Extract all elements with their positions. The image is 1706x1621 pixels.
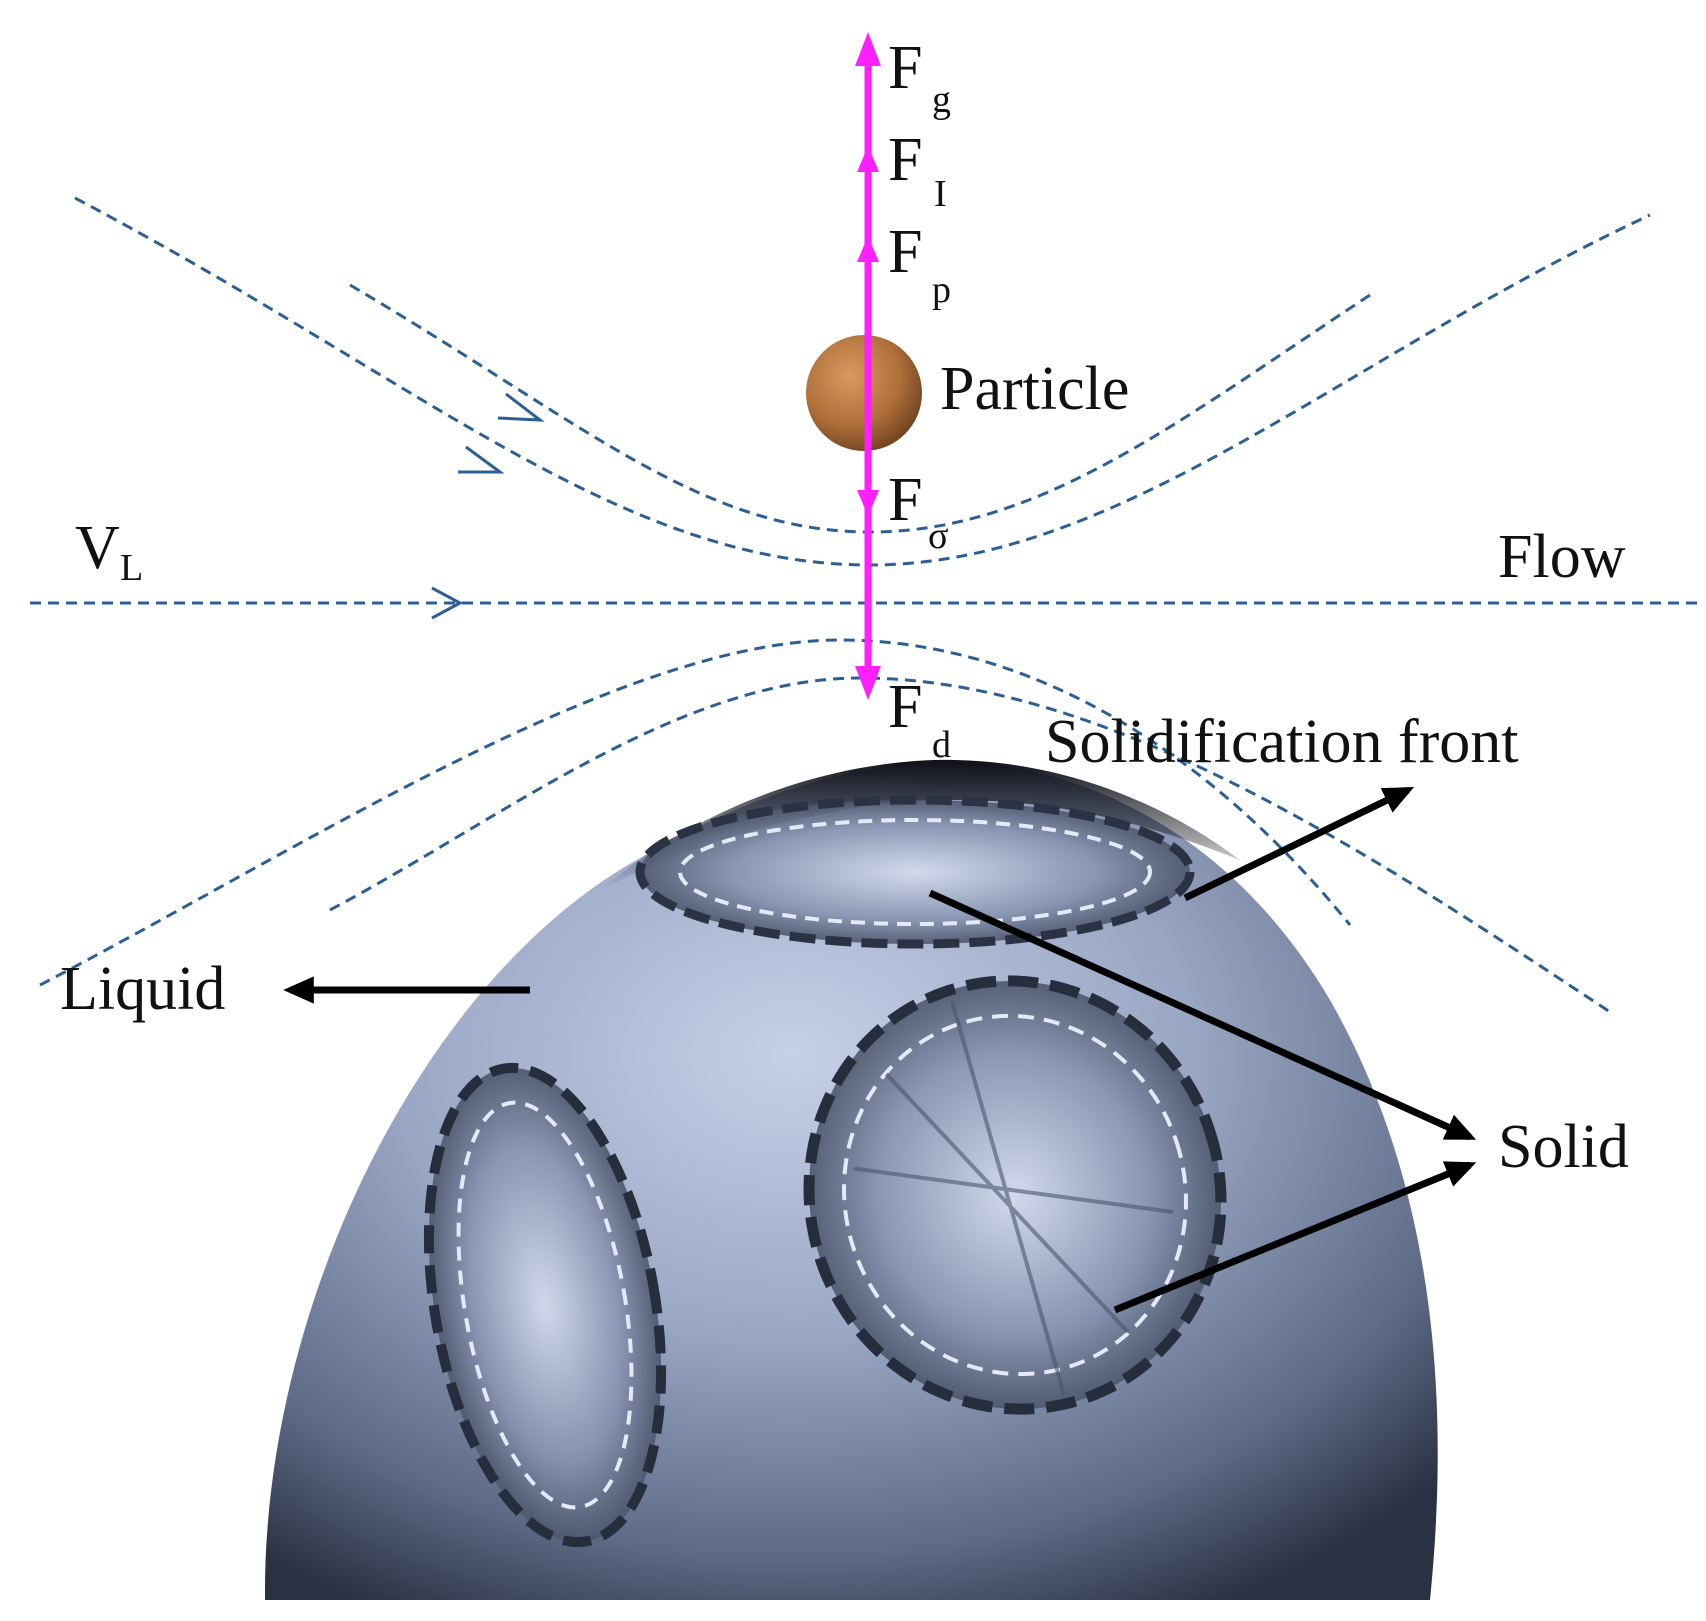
particle-label: Particle — [940, 355, 1129, 423]
force-main: F — [888, 466, 922, 534]
solid-dendrite-dome-icon — [265, 760, 1438, 1600]
force-sub: d — [932, 724, 951, 766]
flow-label: Flow — [1498, 523, 1626, 591]
force-sub: p — [932, 269, 951, 311]
force-sub: I — [934, 173, 947, 215]
svg-text:V: V — [75, 514, 120, 582]
force-label-fi: F I — [888, 126, 947, 215]
force-sub: g — [932, 79, 951, 121]
svg-text:F: F — [888, 218, 922, 286]
fi-arrow-icon — [857, 146, 879, 172]
force-label-fsigma: F σ — [888, 466, 948, 557]
flow-arrow-icon — [498, 394, 540, 420]
velocity-sub: L — [120, 547, 143, 589]
fp-arrow-icon — [857, 236, 879, 262]
svg-text:F: F — [888, 673, 922, 741]
force-label-fg: F g — [888, 34, 951, 121]
svg-text:σ: σ — [928, 515, 948, 557]
force-label-fd: F d — [888, 673, 951, 766]
svg-text:F: F — [888, 34, 922, 102]
flow-arrow-icon — [458, 447, 500, 472]
svg-text:L: L — [120, 547, 143, 589]
force-main: F — [888, 673, 922, 741]
particle-sphere-icon — [806, 335, 922, 451]
velocity-main: V — [75, 514, 120, 582]
flow-direction-arrows — [432, 394, 540, 618]
force-sub: σ — [928, 515, 948, 557]
liquid-label: Liquid — [60, 955, 225, 1023]
solidification-front-pointer-arrow — [1185, 790, 1408, 898]
force-label-fp: F p — [888, 218, 951, 311]
svg-text:p: p — [932, 269, 951, 311]
force-main: F — [888, 126, 922, 194]
solid-label: Solid — [1498, 1113, 1629, 1181]
dendrite-top — [640, 800, 1190, 944]
svg-text:I: I — [934, 173, 947, 215]
fsigma-arrow-icon — [857, 490, 879, 516]
fg-arrow-icon — [855, 32, 881, 66]
svg-text:F: F — [888, 126, 922, 194]
solidification-front-label: Solidification front — [1045, 708, 1519, 776]
force-main: F — [888, 34, 922, 102]
force-main: F — [888, 218, 922, 286]
svg-text:F: F — [888, 466, 922, 534]
svg-text:d: d — [932, 724, 951, 766]
velocity-label: V L — [75, 514, 143, 589]
fd-arrow-icon — [855, 666, 881, 700]
svg-text:g: g — [932, 79, 951, 121]
